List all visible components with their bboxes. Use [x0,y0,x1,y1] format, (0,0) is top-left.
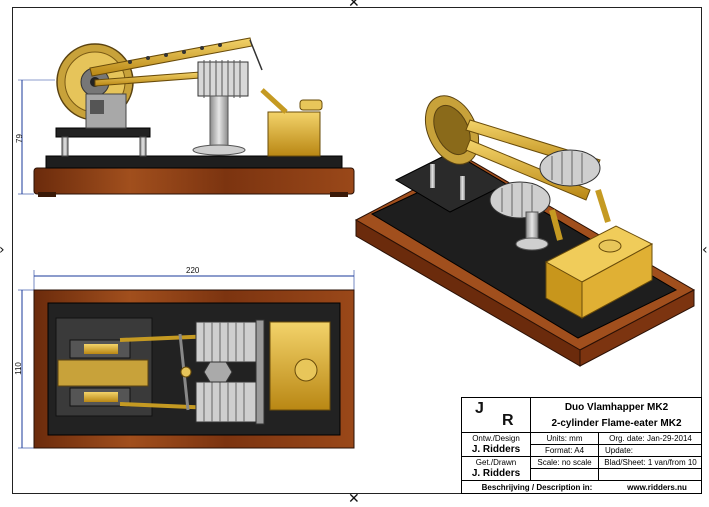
org-date: Org. date: Jan-29-2014 [609,434,692,443]
top-flywheel [57,359,149,387]
scale: Scale: no scale [537,458,592,467]
side-leg [61,136,69,157]
format: Format: A4 [544,446,585,455]
top-hex-pillar [203,361,233,383]
left-center-mark: › [0,243,5,257]
iso-view [354,95,696,367]
side-pillar-base [192,144,246,156]
title-line2: 2-cylinder Flame-eater MK2 [551,417,682,429]
side-foot-right [330,192,348,197]
drawn-value: J. Ridders [471,467,521,479]
side-fuel-tank [267,111,321,157]
title-block: J R Duo Vlamhapper MK2 2-cylinder Flame-… [461,397,702,494]
top-center-mark: ✕ [348,0,360,11]
top-cylinder-lower [195,381,263,423]
side-foot-left [38,192,56,197]
design-value: J. Ridders [471,443,521,455]
dim-79-label: 79 [14,134,24,143]
side-burner-tube [260,88,288,114]
iso-tank-cap [598,239,622,253]
right-center-mark: ‹ [702,242,708,258]
top-center-nut [180,366,192,378]
top-tank-cap [294,358,318,382]
sheet-border [12,7,702,494]
side-cylinder-fins [203,60,241,98]
logo-j: J [475,400,484,417]
sheet: Blad/Sheet: 1 van/from 10 [604,458,697,467]
top-crank-brass-lower [84,392,118,402]
side-tank-cap [299,99,323,111]
side-cylinder-pillar [209,95,229,147]
description-label: Beschrijving / Description in: [481,483,593,492]
side-leg [139,136,147,157]
update: Update: [605,446,634,455]
design-label: Ontw./Design [472,433,520,443]
iso-cylinder-lower [489,181,551,219]
iso-tank-side [581,243,653,319]
top-view [18,270,355,449]
drawn-label: Get./Drawn [475,457,517,467]
side-beam-holes [128,43,222,64]
top-crank-brass-upper [84,344,118,354]
iso-wood-side [579,289,695,367]
iso-cylinder-upper [539,149,601,187]
side-valve-rod [249,39,263,71]
side-wood-base [33,167,355,195]
website: www.ridders.nu [627,483,687,492]
side-bearing-window [90,100,104,114]
units: Units: mm [546,434,583,443]
top-crossmember [255,319,265,425]
dim-110-label: 110 [13,362,23,375]
side-frame-plate [55,127,151,138]
bottom-center-mark: ✕ [348,491,360,507]
side-view [18,37,355,197]
top-cylinder-upper [195,321,263,363]
dim-220-label: 220 [186,266,200,275]
side-black-plate [45,155,343,169]
title-line1: Duo Vlamhapper MK2 [564,401,669,413]
logo-r: R [502,412,514,429]
